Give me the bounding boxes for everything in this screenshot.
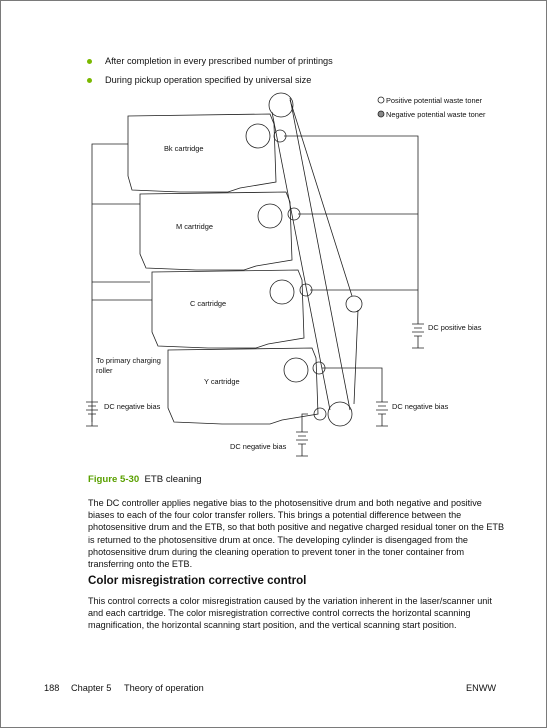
wire-bottom-negative [301, 413, 308, 432]
negative-toner-marker-icon [377, 110, 385, 118]
footer-chapter: Chapter 5 [71, 683, 112, 693]
primary-charging-label-line1: To primary charging [96, 356, 161, 365]
battery-negative-right-icon [376, 401, 388, 427]
section-paragraph: This control corrects a color misregistr… [88, 596, 492, 631]
legend-negative-label: Negative potential waste toner [386, 110, 486, 119]
body-paragraph: The DC controller applies negative bias … [88, 498, 505, 570]
footer-chapter-title: Theory of operation [124, 683, 204, 693]
etb-cleaning-roller [313, 407, 327, 421]
bias-bottom-label: DC negative bias [230, 442, 287, 451]
bullet-text: After completion in every prescribed num… [105, 56, 333, 66]
figure-caption: Figure 5-30 ETB cleaning [88, 474, 202, 485]
wire-left-upper [91, 143, 128, 402]
bk-drum [245, 123, 271, 149]
wire-right-negative [322, 367, 383, 402]
figure-number: Figure 5-30 [88, 474, 140, 485]
wire-right-branches [298, 213, 418, 291]
section-heading: Color misregistration corrective control [88, 574, 307, 587]
bullet-text: During pickup operation specified by uni… [105, 75, 312, 85]
etb-belt [271, 97, 351, 411]
cartridge-y-label: Y cartridge [204, 377, 240, 386]
bullet-dot-icon [87, 78, 92, 83]
cartridge-bk-outline [127, 113, 277, 193]
primary-charging-label-line2: roller [96, 366, 113, 375]
etb-tension-roller [345, 295, 363, 313]
bias-positive-label: DC positive bias [428, 323, 482, 332]
footer-page-number: 188 [44, 683, 60, 693]
cartridge-m-label: M cartridge [176, 222, 213, 231]
battery-positive-icon [412, 323, 424, 349]
m-drum [257, 203, 283, 229]
positive-toner-marker-icon [377, 96, 385, 104]
battery-negative-left-icon [86, 401, 98, 427]
bullet-dot-icon [87, 59, 92, 64]
cartridge-bk-label: Bk cartridge [164, 144, 204, 153]
figure-title: ETB cleaning [144, 474, 202, 485]
cartridge-y-outline [167, 347, 319, 425]
etb-cleaning-figure: Positive potential waste toner Negative … [40, 92, 510, 464]
footer-right-label: ENWW [466, 683, 497, 693]
legend-positive-label: Positive potential waste toner [386, 96, 483, 105]
cartridge-c-label: C cartridge [190, 299, 227, 308]
bias-left-label: DC negative bias [104, 402, 161, 411]
cartridge-c-outline [151, 269, 305, 349]
etb-drive-roller [268, 92, 294, 118]
etb-diagram [86, 92, 424, 457]
battery-negative-bottom-icon [296, 431, 308, 457]
etb-belt-right [289, 99, 359, 405]
wire-left-branches [92, 203, 152, 301]
cartridge-m-outline [139, 191, 293, 271]
wire-right-positive [284, 135, 419, 324]
y-drum [283, 357, 309, 383]
bias-right-negative-label: DC negative bias [392, 402, 449, 411]
c-drum [269, 279, 295, 305]
etb-lower-roller [327, 401, 353, 427]
